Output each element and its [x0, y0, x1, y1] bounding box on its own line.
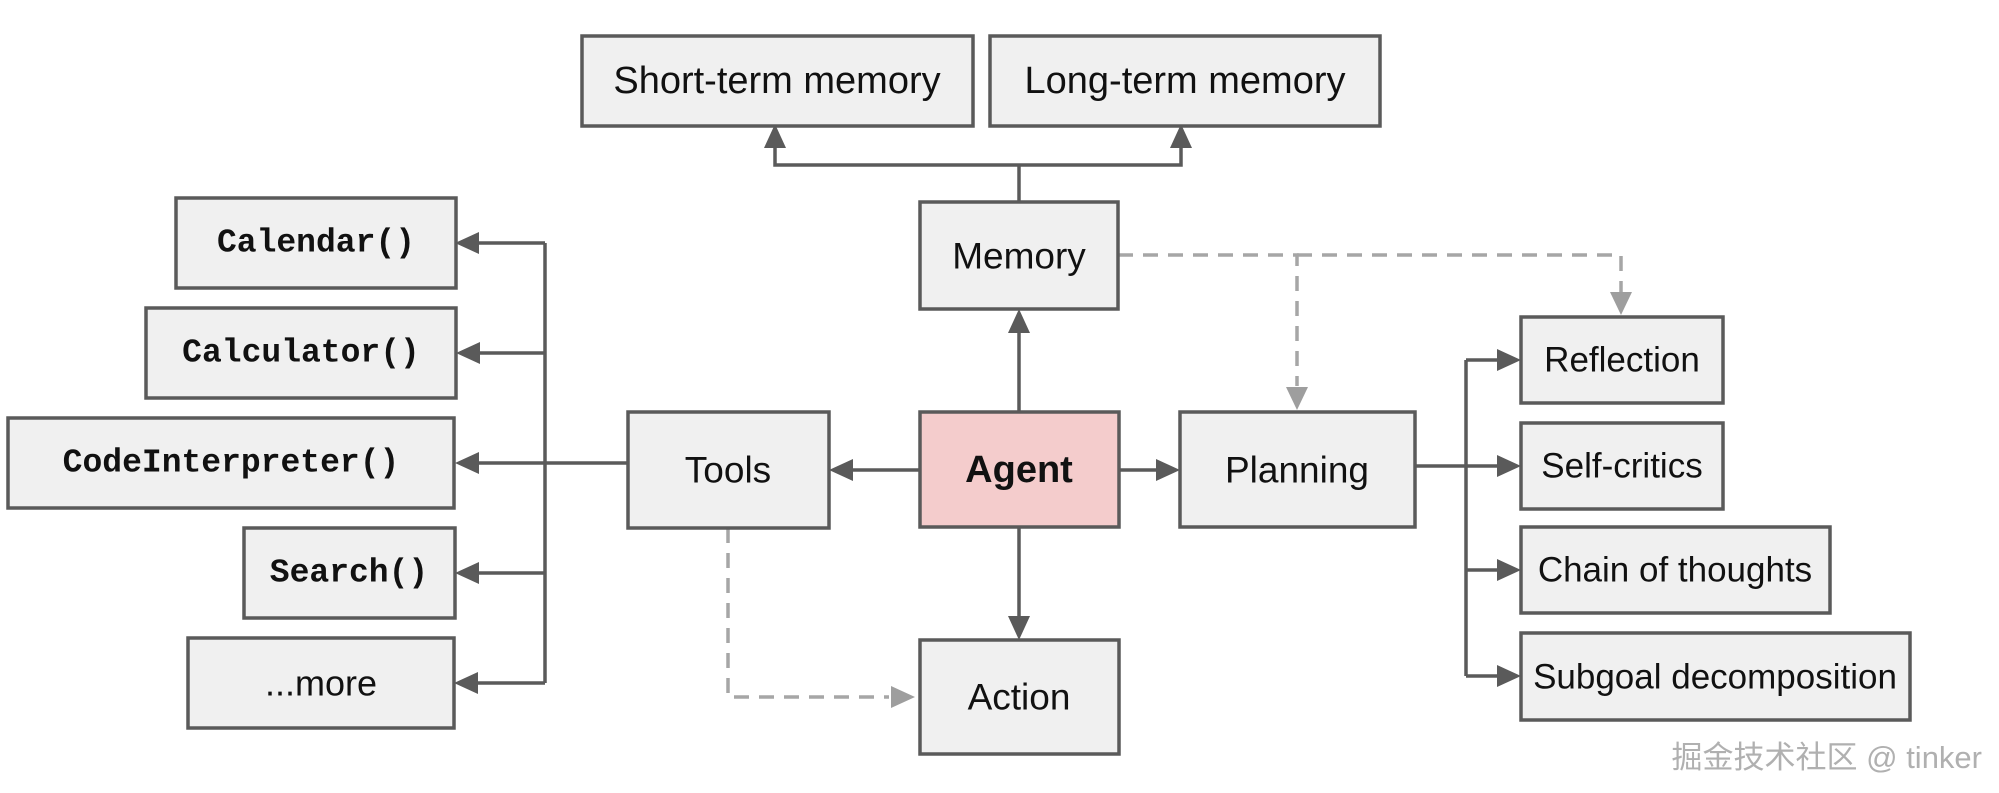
arrowhead-into-reflection — [1497, 349, 1521, 371]
code-interpreter-label: CodeInterpreter() — [63, 445, 400, 482]
long-term-memory-label: Long-term memory — [1025, 60, 1346, 102]
arrowhead-into-subgoal — [1497, 665, 1521, 687]
edges-solid — [454, 124, 1521, 694]
arrowhead-into-short-term — [764, 124, 786, 148]
memory-label: Memory — [952, 236, 1086, 277]
arrowhead-into-tools — [829, 459, 853, 481]
self-critics-label: Self-critics — [1541, 447, 1702, 486]
node-action: Action — [918, 638, 1121, 756]
memory-box — [918, 200, 1120, 311]
reflection-box — [1519, 315, 1725, 405]
node-agent: Agent — [918, 410, 1121, 529]
dashed-arrowhead-into-action — [891, 686, 915, 708]
tools-box — [626, 410, 831, 530]
code-interpreter-box — [6, 416, 456, 510]
action-box — [918, 638, 1121, 756]
agent-box — [918, 410, 1121, 529]
edge-memory-split — [773, 146, 1183, 167]
node-self-critics: Self-critics — [1519, 421, 1725, 511]
dashed-edge-memory-reflection — [1297, 253, 1623, 292]
arrowhead-into-chain-of-thoughts — [1497, 559, 1521, 581]
arrowhead-into-more — [454, 672, 478, 694]
search-box — [242, 526, 457, 620]
edges-dashed — [726, 253, 1632, 708]
arrowhead-into-planning — [1156, 459, 1180, 481]
chain-of-thoughts-label: Chain of thoughts — [1538, 551, 1812, 590]
arrowhead-into-memory — [1008, 309, 1030, 333]
calendar-label: Calendar() — [217, 225, 415, 262]
short-term-memory-box — [580, 34, 975, 128]
node-calculator: Calculator() — [144, 306, 458, 400]
dashed-edge-memory-planning — [1118, 253, 1299, 386]
agent-label: Agent — [965, 449, 1073, 491]
chain-of-thoughts-box — [1519, 525, 1832, 615]
watermark-text: 掘金技术社区 @ tinker — [1672, 740, 1983, 775]
node-tools: Tools — [626, 410, 831, 530]
arrowhead-into-calculator — [456, 342, 480, 364]
dashed-edge-tools-action — [726, 528, 889, 699]
self-critics-box — [1519, 421, 1725, 511]
node-memory: Memory — [918, 200, 1120, 311]
more-label: ...more — [265, 663, 377, 704]
arrowhead-into-action — [1008, 616, 1030, 640]
node-planning: Planning — [1178, 410, 1417, 529]
node-chain-of-thoughts: Chain of thoughts — [1519, 525, 1832, 615]
node-search: Search() — [242, 526, 457, 620]
long-term-memory-box — [988, 34, 1382, 128]
calculator-label: Calculator() — [182, 335, 420, 372]
arrowhead-into-self-critics — [1497, 455, 1521, 477]
action-label: Action — [968, 677, 1071, 718]
arrowhead-into-long-term — [1170, 124, 1192, 148]
short-term-memory-label: Short-term memory — [613, 60, 940, 102]
node-subgoal-decomposition: Subgoal decomposition — [1519, 631, 1912, 722]
node-calendar: Calendar() — [174, 196, 458, 290]
search-label: Search() — [270, 555, 428, 592]
dashed-arrowhead-into-reflection — [1610, 292, 1632, 315]
subgoal-decomposition-box — [1519, 631, 1912, 722]
node-long-term-memory: Long-term memory — [988, 34, 1382, 128]
planning-box — [1178, 410, 1417, 529]
node-more: ...more — [186, 636, 456, 730]
calendar-box — [174, 196, 458, 290]
arrowhead-into-search — [455, 562, 479, 584]
calculator-box — [144, 306, 458, 400]
node-code-interpreter: CodeInterpreter() — [6, 416, 456, 510]
node-short-term-memory: Short-term memory — [580, 34, 975, 128]
node-reflection: Reflection — [1519, 315, 1725, 405]
subgoal-decomposition-label: Subgoal decomposition — [1533, 658, 1897, 697]
arrowhead-into-code-interpreter — [455, 452, 479, 474]
more-box — [186, 636, 456, 730]
dashed-arrowhead-into-planning — [1286, 387, 1308, 410]
reflection-label: Reflection — [1544, 341, 1700, 380]
tools-label: Tools — [685, 450, 771, 491]
planning-label: Planning — [1225, 450, 1369, 491]
arrowhead-into-calendar — [455, 232, 479, 254]
